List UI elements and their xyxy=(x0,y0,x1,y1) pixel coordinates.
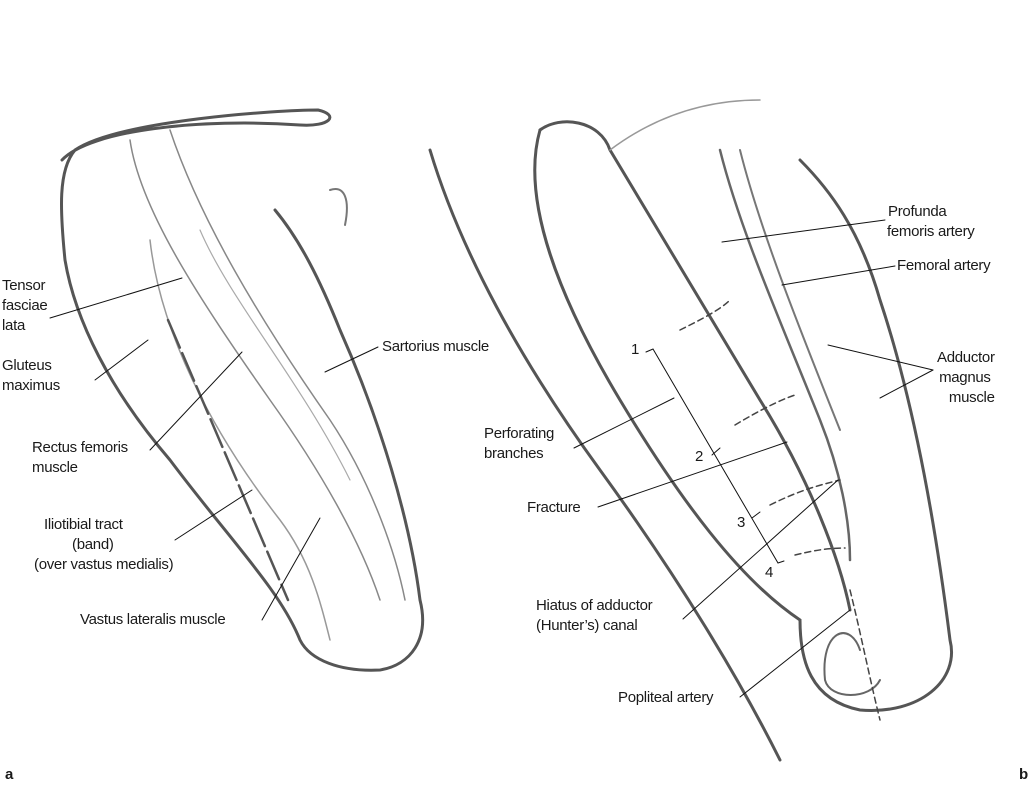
panel-letter-b: b xyxy=(1019,766,1029,783)
perforator-number-1: 1 xyxy=(631,341,640,358)
label-line: Profunda xyxy=(888,203,947,220)
perforator-number-2: 2 xyxy=(695,448,704,465)
label-line: femoris artery xyxy=(887,223,975,240)
label-line: Hiatus of adductor xyxy=(536,597,653,614)
label-line: fasciae xyxy=(2,297,48,314)
label-femoral-artery: Femoral artery xyxy=(897,257,991,274)
panel-letter-a: a xyxy=(5,766,14,783)
label-vastus-lateralis: Vastus lateralis muscle xyxy=(80,611,226,628)
label-line: lata xyxy=(2,317,25,334)
leader-lines xyxy=(49,219,934,698)
label-line: magnus xyxy=(939,369,991,386)
label-line: Gluteus xyxy=(2,357,52,374)
label-gluteus-maximus: Gluteus maximus xyxy=(2,356,60,396)
thigh-posterior-drawing xyxy=(428,99,953,762)
label-line: Iliotibial tract xyxy=(44,516,123,533)
label-hiatus-adductor: Hiatus of adductor (Hunter’s) canal xyxy=(536,596,653,636)
label-iliotibial-tract: Iliotibial tract (band) (over vastus med… xyxy=(34,515,174,575)
label-perforating-branches: Perforating branches xyxy=(484,424,554,464)
label-line: muscle xyxy=(32,459,78,476)
label-popliteal-artery: Popliteal artery xyxy=(618,689,714,706)
label-line: maximus xyxy=(2,377,60,394)
label-line: Tensor xyxy=(2,277,46,294)
label-line: (over vastus medialis) xyxy=(34,556,174,573)
label-profunda-femoris: Profunda femoris artery xyxy=(887,202,975,242)
label-fracture: Fracture xyxy=(527,499,581,516)
label-line: muscle xyxy=(948,389,995,406)
label-tensor-fasciae-lata: Tensor fasciae lata xyxy=(2,276,48,336)
thigh-anterior-drawing xyxy=(60,108,425,672)
label-line: branches xyxy=(484,445,544,462)
label-line: (Hunter’s) canal xyxy=(536,617,638,634)
label-line: Adductor xyxy=(937,349,995,366)
perforator-number-4: 4 xyxy=(765,564,774,581)
label-line: Rectus femoris xyxy=(32,439,128,456)
label-line: Perforating xyxy=(484,425,555,442)
label-sartorius: Sartorius muscle xyxy=(382,338,489,355)
label-rectus-femoris: Rectus femoris muscle xyxy=(32,438,128,478)
perforator-number-3: 3 xyxy=(737,514,746,531)
label-line: (band) xyxy=(72,536,114,553)
label-adductor-magnus: Adductor magnus muscle xyxy=(937,348,995,408)
